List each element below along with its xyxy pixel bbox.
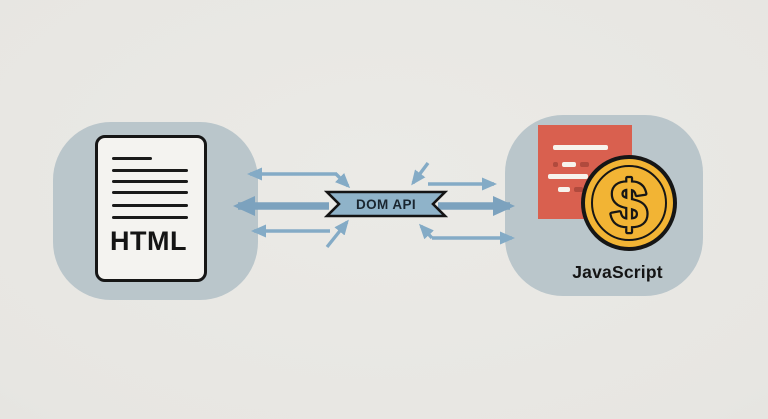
javascript-label: JavaScript: [572, 262, 663, 282]
code-line: [580, 162, 589, 167]
html-label: HTML: [110, 226, 187, 256]
dollar-coin-icon: $: [581, 155, 677, 251]
arrow-html-into-dom-diagonal: [325, 219, 349, 249]
arrow-html-elbow-into-dom: [334, 172, 351, 189]
document-text-line: [112, 204, 188, 207]
document-text-line: [112, 216, 188, 219]
document-text-line: [112, 169, 188, 172]
arrow-js-into-dom-diagonal: [411, 161, 430, 186]
code-line: [558, 187, 570, 192]
svg-text:$: $: [611, 167, 648, 241]
code-line: [548, 174, 588, 179]
code-line: [562, 162, 576, 167]
arrow-js-elbow-into-dom: [418, 223, 434, 240]
dollar-sign: $: [608, 165, 649, 244]
code-line: [553, 162, 558, 167]
code-line: [574, 187, 583, 192]
document-text-line: [112, 157, 152, 160]
dom-api-ribbon: [323, 190, 449, 218]
dom-api-label: DOM API: [355, 196, 417, 212]
coin-inner-ring: [591, 165, 667, 241]
code-line: [553, 145, 608, 150]
document-text-line: [112, 180, 188, 183]
document-text-line: [112, 191, 188, 194]
html-document-icon: HTML: [95, 135, 207, 282]
